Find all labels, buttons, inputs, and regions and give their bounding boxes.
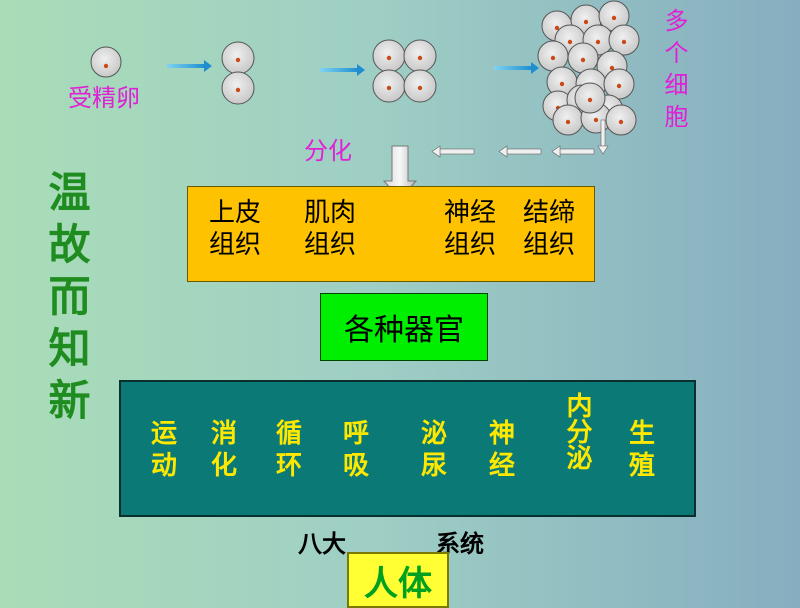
division-arrow bbox=[320, 64, 365, 76]
systems-label-left: 八大 bbox=[298, 530, 346, 558]
system-reproductive: 生 殖 bbox=[629, 418, 655, 482]
multi-cell-cluster bbox=[537, 0, 640, 136]
tissue-line: 组织 bbox=[209, 230, 262, 260]
systems-box: 运 动 消 化 循 环 呼 吸 泌 尿 神 经 内分泌 生 殖 bbox=[119, 380, 696, 517]
division-arrow bbox=[167, 60, 212, 72]
cell-nucleus bbox=[559, 81, 565, 87]
division-arrow bbox=[494, 62, 539, 74]
system-char: 经 bbox=[489, 451, 516, 481]
system-char: 化 bbox=[211, 451, 238, 481]
left-arrow bbox=[551, 145, 595, 158]
cell-nucleus bbox=[621, 39, 627, 45]
system-char: 神 bbox=[489, 419, 516, 449]
cell-nucleus bbox=[583, 19, 589, 25]
system-char: 循 bbox=[276, 419, 303, 449]
cell-nucleus bbox=[618, 119, 624, 125]
organs-box: 各种器官 bbox=[320, 293, 488, 361]
cell-nucleus bbox=[609, 65, 615, 71]
system-char: 环 bbox=[276, 451, 303, 481]
tissue-line: 组织 bbox=[523, 230, 576, 260]
system-char: 消 bbox=[211, 419, 238, 449]
cell-nucleus bbox=[616, 83, 622, 89]
cell-nucleus bbox=[554, 25, 560, 31]
cell-nucleus bbox=[611, 15, 617, 21]
cell-nucleus bbox=[595, 39, 601, 45]
four-cell-stage bbox=[372, 39, 437, 103]
tissue-line: 结缔 bbox=[523, 198, 576, 228]
tissue-line: 神经 bbox=[444, 198, 497, 228]
page-title: 温故而知新 bbox=[42, 170, 91, 430]
differentiation-label: 分化 bbox=[304, 137, 352, 165]
system-char: 动 bbox=[151, 451, 178, 481]
system-respiratory: 呼 吸 bbox=[343, 418, 369, 482]
cell-nucleus bbox=[567, 39, 573, 45]
tissue-muscle: 肌肉 组织 bbox=[304, 197, 356, 261]
system-digestive: 消 化 bbox=[211, 418, 237, 482]
system-char: 呼 bbox=[343, 419, 370, 449]
tissues-box: 上皮 组织 肌肉 组织 神经 组织 结缔 组织 bbox=[187, 186, 595, 282]
left-arrow bbox=[498, 145, 542, 158]
tissue-nerve: 神经 组织 bbox=[444, 197, 496, 261]
system-nervous: 神 经 bbox=[489, 418, 515, 482]
system-char: 泌 bbox=[421, 419, 448, 449]
fertilized-egg-label: 受精卵 bbox=[68, 84, 140, 112]
cell-nucleus bbox=[587, 97, 593, 103]
left-arrow bbox=[431, 145, 475, 158]
system-char: 运 bbox=[151, 419, 178, 449]
tissue-epithelial: 上皮 组织 bbox=[209, 197, 261, 261]
system-urinary: 泌 尿 bbox=[421, 418, 447, 482]
cell-nucleus bbox=[593, 117, 599, 123]
tissue-line: 上皮 bbox=[209, 198, 262, 228]
system-char: 生 bbox=[629, 419, 656, 449]
fertilized-egg-cell bbox=[90, 46, 122, 78]
cell-nucleus bbox=[550, 55, 556, 61]
system-endocrine: 内分泌 bbox=[562, 392, 592, 470]
tissue-line: 组织 bbox=[304, 230, 357, 260]
cell-nucleus bbox=[580, 57, 586, 63]
system-char: 尿 bbox=[421, 451, 448, 481]
small-down-arrow bbox=[597, 119, 609, 155]
system-char: 吸 bbox=[343, 451, 370, 481]
tissue-line: 肌肉 bbox=[304, 198, 357, 228]
system-motor: 运 动 bbox=[151, 418, 177, 482]
many-cells-label: 多个细胞 bbox=[660, 8, 688, 136]
tissue-connective: 结缔 组织 bbox=[523, 197, 575, 261]
system-char: 殖 bbox=[629, 451, 656, 481]
cell-nucleus bbox=[565, 119, 571, 125]
system-circulatory: 循 环 bbox=[276, 418, 302, 482]
tissue-line: 组织 bbox=[444, 230, 497, 260]
two-cell-stage bbox=[221, 41, 255, 105]
